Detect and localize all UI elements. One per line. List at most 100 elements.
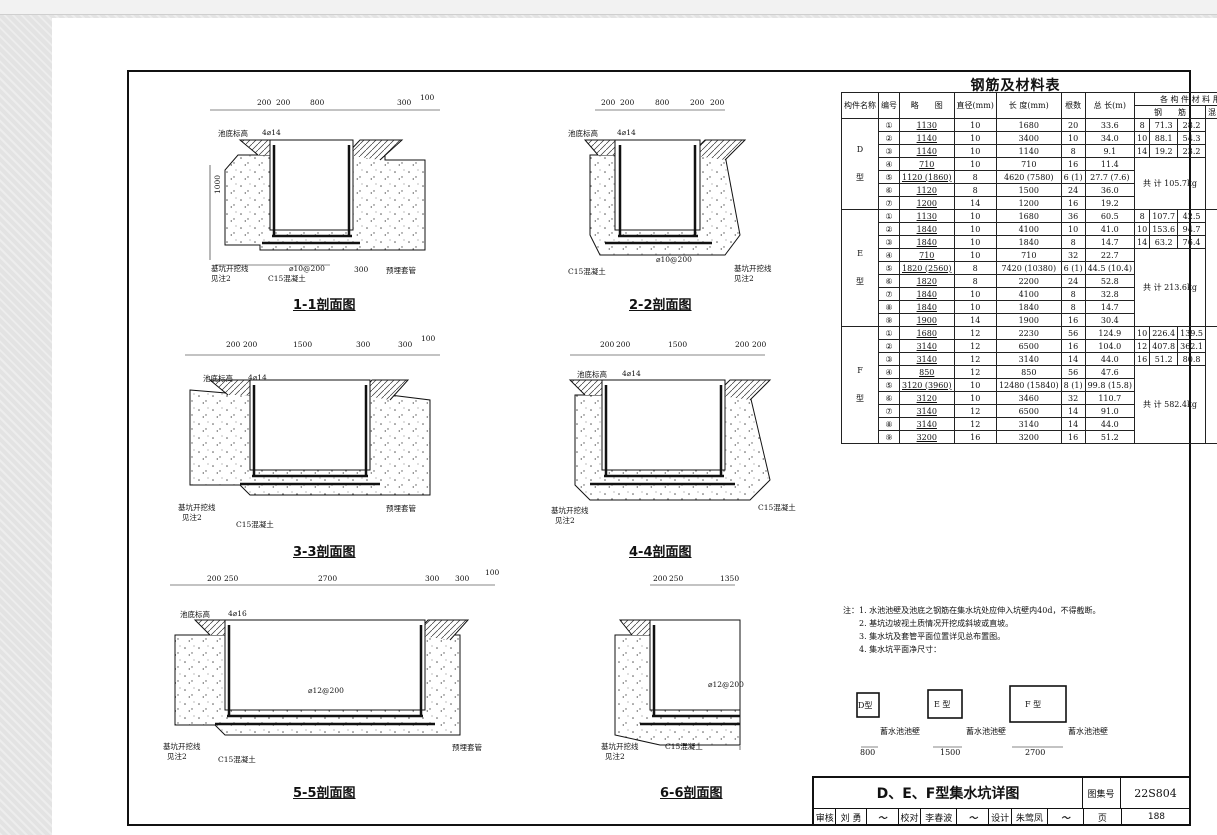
dim-f-1: 200 <box>207 574 222 583</box>
bar-no: ⑥ <box>878 391 900 405</box>
bar-length: 3140 <box>995 417 1062 431</box>
bar-count: 32 <box>1060 248 1086 262</box>
bar-total: 14.7 <box>1084 235 1136 249</box>
bar-length: 1200 <box>995 196 1062 210</box>
bar-length: 1140 <box>995 144 1062 158</box>
bar-length: 1840 <box>995 235 1062 249</box>
label-bar-1: 4⌀14 <box>262 128 281 137</box>
steel-dia: 10 <box>1134 326 1151 340</box>
bar-dia: 10 <box>953 222 997 236</box>
material-table: 构件名称 编号 略 图 直径(mm) 长 度(mm) 根数 总 长(m) 各 构… <box>841 92 1217 444</box>
table-header-row: 构件名称 编号 略 图 直径(mm) 长 度(mm) 根数 总 长(m) 各 构… <box>841 92 1217 119</box>
steel-weight: 362.1 <box>1177 339 1207 353</box>
dim-f-3: 2700 <box>318 574 338 583</box>
bar-length: 3460 <box>995 391 1062 405</box>
bar-count: 56 <box>1060 326 1086 340</box>
bar-count: 10 <box>1060 222 1086 236</box>
bar-sketch: 1840 <box>899 222 955 236</box>
steel-len: 407.8 <box>1149 339 1179 353</box>
title-block: D、E、F型集水坑详图 图集号 22S804 审核 刘 勇 〜 校对 李春波 〜… <box>812 776 1191 826</box>
bar-no: ⑤ <box>878 378 900 392</box>
viewer-toolbar-strip <box>0 0 1217 15</box>
label-rebar12-6: ⌀12@200 <box>708 680 744 689</box>
label-excavation-5: 基坑开挖线 <box>163 742 201 751</box>
bar-no: ⑤ <box>878 261 900 275</box>
steel-sum: 共 计 213.6kg <box>1134 248 1207 327</box>
bar-dia: 14 <box>953 313 997 327</box>
bar-sketch: 1680 <box>899 326 955 340</box>
bar-total: 47.6 <box>1084 365 1136 379</box>
bar-length: 6500 <box>995 339 1062 353</box>
bar-length: 850 <box>995 365 1062 379</box>
label-sleeve-3: 预埋套管 <box>386 504 416 513</box>
label-sleeve-5: 预埋套管 <box>452 743 482 752</box>
bar-no: ⑦ <box>878 196 900 210</box>
dim-e2-2: 200 <box>616 340 631 349</box>
note-4: 4. 集水坑平面净尺寸： <box>843 645 942 654</box>
plan-e-wall: 蓄水池池壁 <box>966 727 1006 736</box>
bar-sketch: 1900 <box>899 313 955 327</box>
bar-sketch: 3120 <box>899 391 955 405</box>
bar-dia: 12 <box>953 365 997 379</box>
dim-f2-2: 250 <box>669 574 684 583</box>
steel-dia: 10 <box>1134 222 1151 236</box>
plan-e-width: 1500 <box>940 748 961 757</box>
bar-count: 36 <box>1060 209 1086 223</box>
label-rebar-2: ⌀10@200 <box>656 255 692 264</box>
bar-length: 3400 <box>995 131 1062 145</box>
bar-length: 2230 <box>995 326 1062 340</box>
bar-length: 1900 <box>995 313 1062 327</box>
steel-weight: 94.7 <box>1177 222 1207 236</box>
design-label: 设计 <box>989 808 1012 826</box>
bar-sketch: 3140 <box>899 417 955 431</box>
dim-1000-1: 1000 <box>213 174 223 195</box>
bar-count: 6 (1) <box>1060 261 1086 275</box>
bar-total: 41.0 <box>1084 222 1136 236</box>
section-4-4 <box>568 354 772 501</box>
dim-e-2: 200 <box>243 340 258 349</box>
bar-count: 8 <box>1060 300 1086 314</box>
dim-e-4: 300 <box>356 340 371 349</box>
bar-count: 16 <box>1060 430 1086 444</box>
dim-d2-2: 200 <box>620 98 635 107</box>
bar-count: 8 (1) <box>1060 378 1086 392</box>
bar-total: 124.9 <box>1084 326 1136 340</box>
bar-length: 3200 <box>995 430 1062 444</box>
bar-count: 24 <box>1060 274 1086 288</box>
bar-count: 56 <box>1060 365 1086 379</box>
bar-sketch: 1140 <box>899 144 955 158</box>
label-pool-bottom-2: 池底标高 <box>568 129 598 138</box>
bar-total: 30.4 <box>1084 313 1136 327</box>
bar-total: 60.5 <box>1084 209 1136 223</box>
bar-no: ⑧ <box>878 300 900 314</box>
bar-total: 52.8 <box>1084 274 1136 288</box>
bar-no: ① <box>878 209 900 223</box>
dim-d-1: 200 <box>257 98 272 107</box>
steel-len: 19.2 <box>1149 144 1179 158</box>
dim-d-3: 800 <box>310 98 325 107</box>
drawing-title: D、E、F型集水坑详图 <box>814 778 1083 809</box>
steel-len: 226.4 <box>1149 326 1179 340</box>
label-sleeve-1: 预埋套管 <box>386 266 416 275</box>
caption-4-4: 4-4剖面图 <box>629 545 692 560</box>
bar-sketch: 3140 <box>899 404 955 418</box>
bar-no: ⑥ <box>878 274 900 288</box>
bar-dia: 10 <box>953 144 997 158</box>
label-c15-5: C15混凝土 <box>218 755 256 764</box>
label-see-note-1: 见注2 <box>211 274 231 283</box>
caption-3-3: 3-3剖面图 <box>293 545 356 560</box>
dim-d-5: 100 <box>420 93 435 102</box>
concrete-volume: 2.3 <box>1205 209 1217 327</box>
review-signature: 〜 <box>867 808 899 826</box>
steel-dia: 16 <box>1134 352 1151 366</box>
label-bar-3: 4⌀14 <box>248 373 267 382</box>
bar-no: ② <box>878 339 900 353</box>
steel-len: 153.6 <box>1149 222 1179 236</box>
label-excavation-1: 基坑开挖线 <box>211 264 249 273</box>
notes: 注：1. 水池池壁及池底之钢筋在集水坑处应伸入坑壁内40d，不得截断。 2. 基… <box>843 604 1100 656</box>
label-bar-4: 4⌀14 <box>622 369 641 378</box>
